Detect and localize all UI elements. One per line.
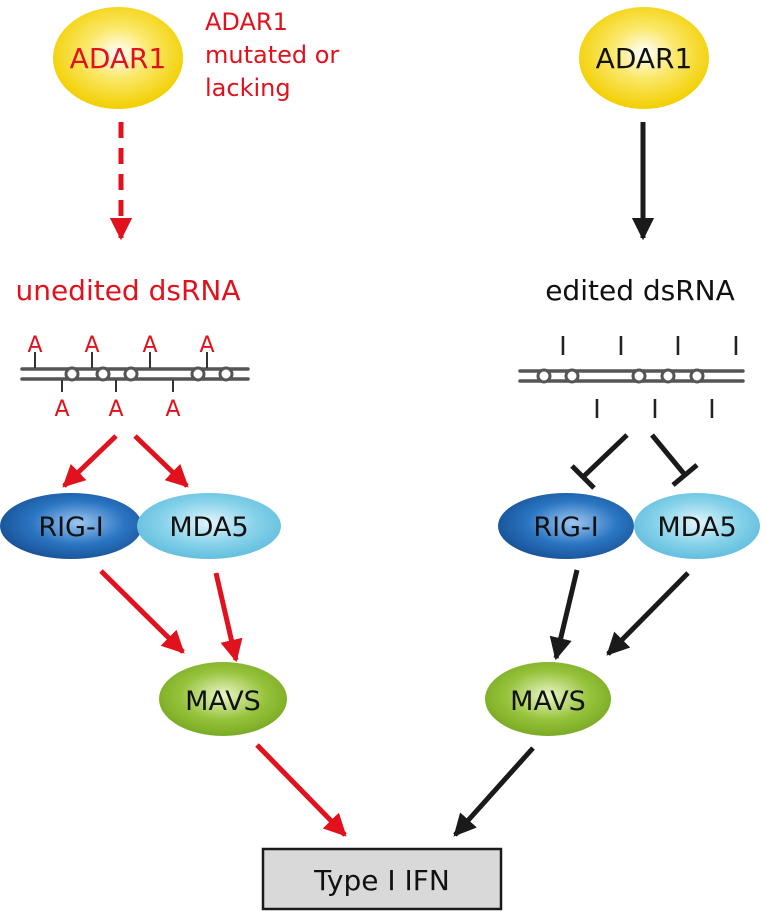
rigi-label-left: RIG-I (38, 512, 103, 543)
adenosine-mark-bottom-1: A (54, 397, 69, 422)
arrow-dsrna-to-mda5-left (133, 434, 189, 488)
inosine-mark-top-2: I (617, 332, 625, 362)
adar1-node-left (53, 7, 183, 109)
edited-dsrna-strand (518, 368, 745, 384)
rigi-node-left (0, 493, 142, 559)
inosine-mark-top-1: I (559, 332, 567, 362)
unedited-dsrna-label: unedited dsRNA (15, 274, 240, 307)
mda5-node-left (137, 493, 281, 559)
adenosine-mark-top-2: A (84, 333, 99, 358)
adar1-status-note-line2: mutated or (205, 41, 339, 69)
adenosine-mark-bottom-3: A (165, 397, 180, 422)
mda5-label-left: MDA5 (169, 512, 248, 543)
arrow-mavs-to-ifn-right (453, 746, 535, 837)
rigi-label-right: RIG-I (533, 512, 598, 543)
adenosine-mark-top-1: A (27, 333, 42, 358)
adar1-status-note-line3: lacking (205, 74, 291, 102)
mda5-node-right (634, 493, 760, 559)
arrow-mavs-to-ifn-left (255, 743, 347, 837)
type-i-ifn-box (261, 847, 503, 911)
arrow-mda5-to-mavs-right (606, 571, 690, 656)
adar1-label-left: ADAR1 (70, 42, 167, 75)
mavs-label-left: MAVS (185, 686, 261, 717)
adar1-label-right: ADAR1 (596, 42, 693, 75)
mavs-node-right (485, 662, 611, 736)
inosine-mark-top-3: I (674, 332, 682, 362)
adar1-status-note-line1: ADAR1 (205, 8, 288, 36)
edited-dsrna-label: edited dsRNA (545, 274, 735, 307)
inosine-mark-bottom-1: I (593, 395, 601, 425)
unedited-dsrna-strand (20, 352, 250, 392)
adar1-node-right (579, 7, 709, 109)
inhibit-line-to-mda5 (650, 433, 699, 487)
mda5-label-right: MDA5 (657, 512, 736, 543)
inhibit-line-to-rigi (570, 433, 629, 490)
mavs-label-right: MAVS (510, 686, 586, 717)
type-i-ifn-label: Type I IFN (313, 864, 450, 897)
mavs-node-left (159, 662, 287, 736)
adenosine-mark-top-4: A (199, 333, 214, 358)
arrow-mda5-to-mavs-left (213, 572, 243, 663)
arrow-rigi-to-mavs-left (99, 569, 185, 654)
inosine-mark-bottom-3: I (708, 395, 716, 425)
inosine-mark-bottom-2: I (651, 395, 659, 425)
adenosine-mark-bottom-2: A (108, 397, 123, 422)
arrow-dsrna-to-rigi-left (62, 434, 118, 488)
inosine-mark-top-4: I (732, 332, 740, 362)
arrow-rigi-to-mavs-right (549, 569, 580, 661)
adenosine-mark-top-3: A (142, 333, 157, 358)
rigi-node-right (498, 493, 634, 559)
